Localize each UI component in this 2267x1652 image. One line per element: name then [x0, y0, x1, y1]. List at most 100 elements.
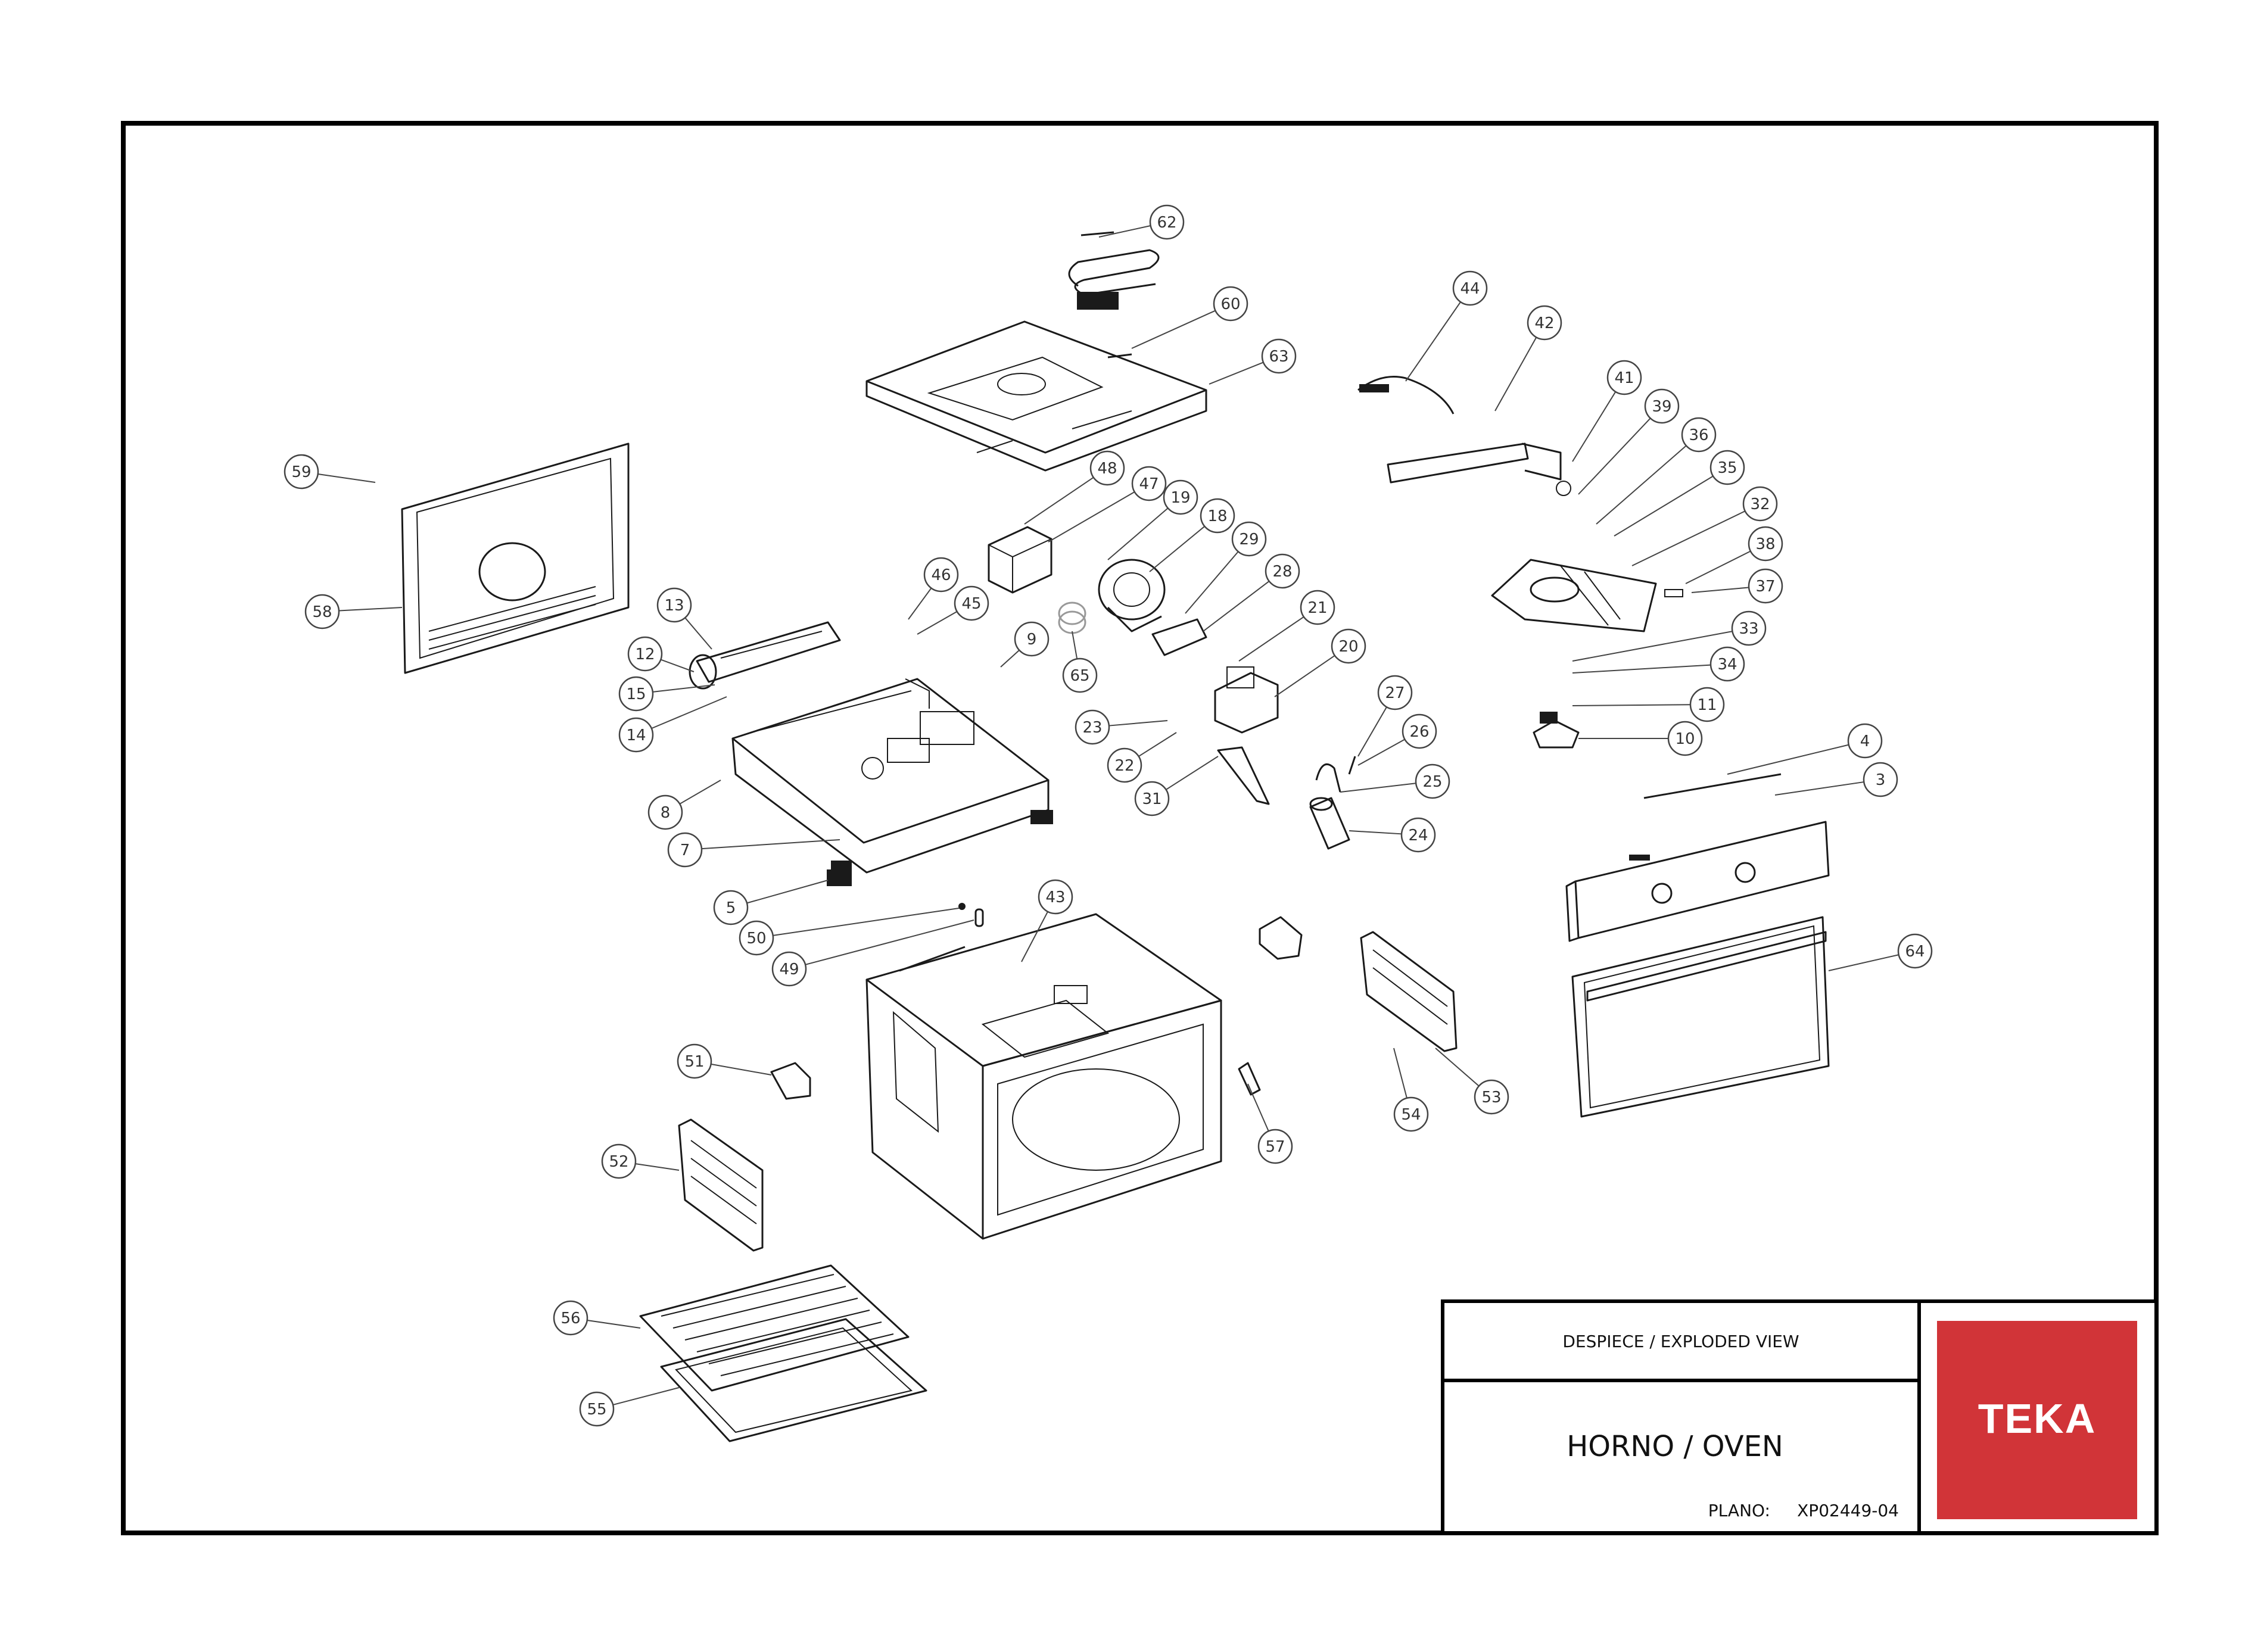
callout-7: 7	[667, 832, 840, 868]
callout-circle	[1265, 553, 1300, 589]
callout-number: 19	[1170, 489, 1190, 507]
callout-leader	[1072, 631, 1078, 659]
callout-leader	[805, 919, 974, 965]
part-65-spring	[1058, 601, 1086, 634]
callout-55: 55	[579, 1387, 680, 1427]
plan-code: XP02449-04	[1797, 1501, 1899, 1520]
callout-circle	[1709, 450, 1745, 485]
part-55-tray	[660, 1318, 927, 1442]
callout-leader	[1166, 756, 1219, 790]
part-48-transformer	[988, 526, 1052, 594]
callout-29: 29	[1185, 521, 1267, 614]
callout-circle	[1742, 486, 1778, 522]
callout-59: 59	[284, 454, 376, 490]
callout-63: 63	[1209, 338, 1297, 385]
callout-leader	[1349, 830, 1402, 835]
callout-52: 52	[601, 1143, 680, 1179]
part-42-pcb-bar	[1387, 442, 1571, 496]
callout-leader	[917, 611, 958, 635]
callout-37: 37	[1691, 568, 1783, 604]
callout-circle	[1300, 590, 1335, 625]
callout-leader	[635, 1163, 680, 1171]
callout-leader	[1727, 744, 1849, 775]
callout-34: 34	[1572, 646, 1745, 682]
callout-43: 43	[1021, 879, 1073, 962]
callout-leader	[1185, 551, 1239, 614]
callout-number: 27	[1385, 684, 1405, 702]
drawing-frame	[121, 121, 2159, 1535]
callout-circle	[1377, 675, 1413, 710]
callout-circle	[739, 920, 774, 956]
callout-circle	[1393, 1096, 1429, 1132]
callout-circle	[1014, 621, 1050, 657]
callout-number: 62	[1157, 214, 1176, 232]
callout-leader	[1614, 475, 1714, 537]
callout-circle	[1200, 498, 1235, 534]
callout-leader	[1393, 1048, 1407, 1099]
callout-number: 13	[664, 597, 684, 615]
callout-circle	[1331, 628, 1366, 664]
callout-leader	[1024, 476, 1094, 525]
callout-number: 9	[1027, 631, 1037, 649]
part-lamp-box-right	[1259, 916, 1303, 960]
callout-number: 48	[1097, 460, 1117, 478]
callout-41: 41	[1572, 360, 1642, 462]
callout-circle	[1667, 721, 1703, 756]
callout-circle	[1149, 204, 1185, 240]
callout-leader	[1149, 526, 1206, 572]
callout-leader	[1138, 732, 1177, 757]
callout-number: 26	[1409, 723, 1429, 741]
callout-number: 34	[1717, 656, 1737, 674]
part-51-lamp	[770, 1062, 811, 1100]
callout-number: 25	[1422, 773, 1442, 791]
callout-leader	[317, 473, 376, 483]
callout-leader	[1247, 1083, 1269, 1132]
callout-44: 44	[1405, 270, 1488, 382]
callout-number: 7	[680, 841, 690, 859]
callout-13: 13	[656, 587, 712, 650]
callout-leader	[1691, 587, 1749, 593]
callout-number: 4	[1860, 733, 1870, 750]
callout-leader	[1572, 664, 1711, 674]
callout-circle	[1257, 1129, 1293, 1164]
callout-48: 48	[1024, 450, 1125, 525]
callout-4: 4	[1727, 723, 1883, 775]
callout-number: 24	[1408, 827, 1428, 844]
callout-9: 9	[1000, 621, 1050, 668]
callout-leader	[711, 1063, 772, 1076]
callout-circle	[1709, 646, 1745, 682]
callout-56: 56	[553, 1300, 641, 1336]
callout-25: 25	[1340, 763, 1450, 799]
callout-leader	[908, 587, 932, 620]
callout-circle	[1731, 610, 1767, 646]
callout-leader	[1435, 1048, 1480, 1087]
callout-46: 46	[908, 557, 959, 620]
callout-50: 50	[739, 908, 960, 956]
callout-26: 26	[1357, 713, 1437, 766]
callout-number: 38	[1755, 535, 1775, 553]
callout-number: 54	[1401, 1106, 1421, 1124]
callout-circle	[1131, 466, 1167, 501]
callout-circle	[553, 1300, 588, 1336]
callout-circle	[1400, 817, 1436, 853]
callout-leader	[1578, 417, 1651, 495]
callout-32: 32	[1631, 486, 1778, 566]
callout-leader	[1357, 706, 1387, 757]
callout-leader	[1357, 738, 1405, 766]
callout-27: 27	[1357, 675, 1413, 757]
callout-number: 53	[1481, 1089, 1501, 1106]
callout-number: 10	[1675, 730, 1695, 748]
callout-number: 45	[961, 595, 981, 613]
callout-number: 39	[1652, 398, 1671, 416]
callout-54: 54	[1393, 1048, 1429, 1132]
callout-number: 59	[291, 463, 311, 481]
callout-number: 42	[1534, 314, 1554, 332]
callout-circle	[771, 951, 807, 987]
callout-circle	[618, 717, 654, 753]
callout-circle	[1681, 417, 1717, 453]
callout-number: 47	[1139, 475, 1159, 493]
callout-circle	[1038, 879, 1073, 915]
callout-leader	[1274, 655, 1335, 697]
